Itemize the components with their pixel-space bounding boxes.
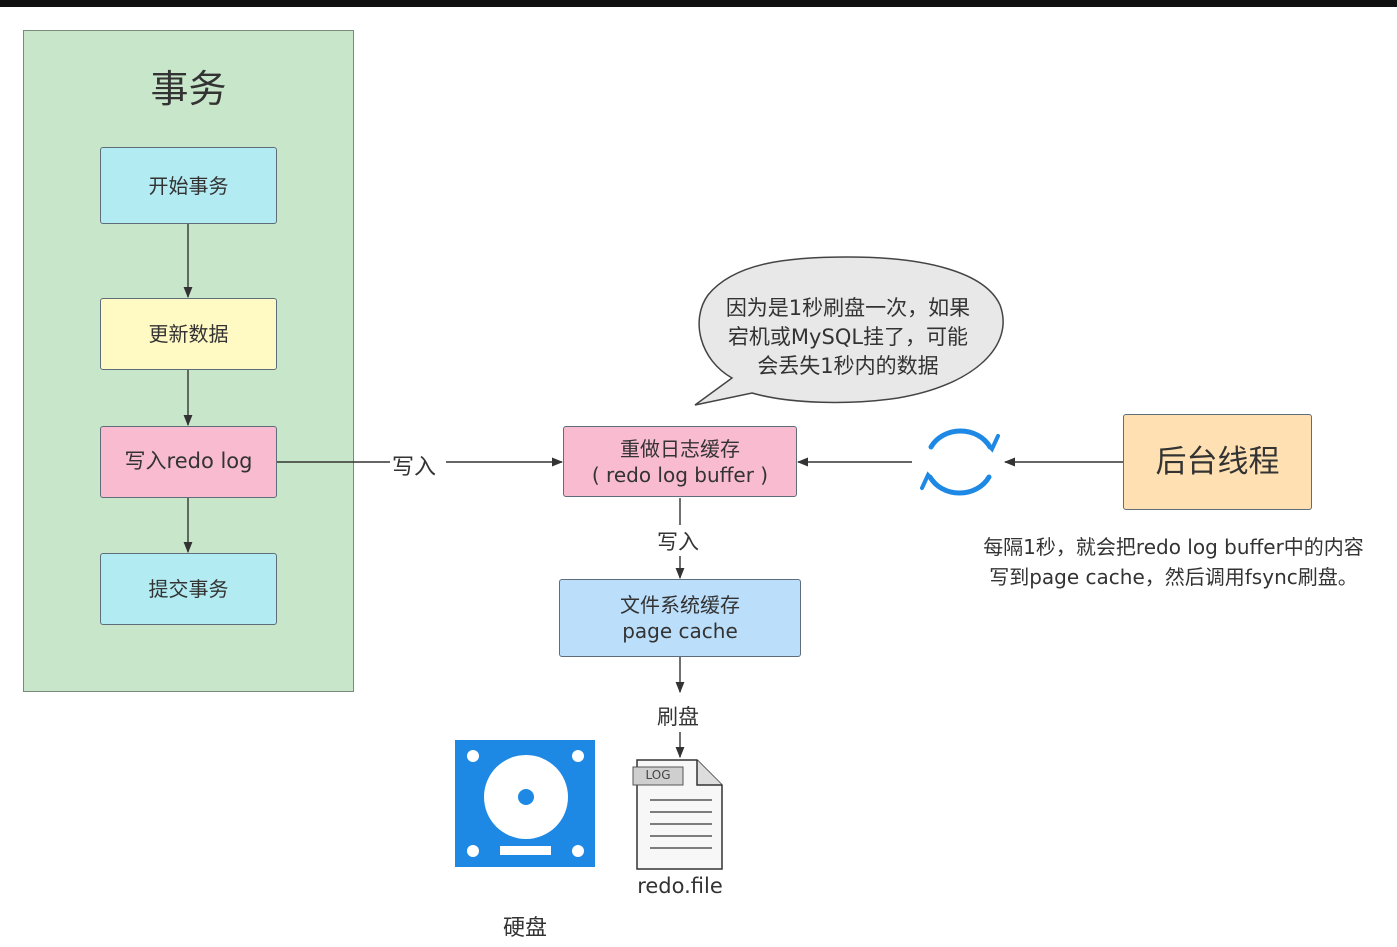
background-thread-note: 每隔1秒，就会把redo log buffer中的内容 写到page cache… bbox=[950, 532, 1397, 592]
background-thread-box: 后台线程 bbox=[1123, 414, 1312, 510]
step-commit-label: 提交事务 bbox=[148, 577, 229, 601]
step-write-redo-label: 写入redo log bbox=[124, 449, 253, 474]
page-cache-box: 文件系统缓存 page cache bbox=[559, 579, 801, 657]
edge-label-write-buffer: 写入 bbox=[392, 449, 437, 481]
note-line-2: 写到page cache，然后调用fsync刷盘。 bbox=[989, 565, 1358, 589]
file-name-label: redo.file bbox=[637, 874, 723, 898]
background-thread-label: 后台线程 bbox=[1155, 443, 1280, 480]
step-write-redo-log: 写入redo log bbox=[100, 426, 277, 498]
bubble-line-2: 宕机或MySQL挂了，可能 bbox=[727, 325, 969, 349]
buffer-subtitle: ( redo log buffer ) bbox=[591, 462, 769, 487]
disk-label: 硬盘 bbox=[502, 916, 547, 941]
step-start-label: 开始事务 bbox=[148, 173, 229, 198]
speech-bubble bbox=[694, 256, 1004, 406]
log-file-tag: LOG bbox=[645, 768, 671, 782]
bubble-line-1: 因为是1秒刷盘一次，如果 bbox=[725, 296, 971, 320]
log-file-icon bbox=[632, 759, 723, 870]
step-commit-transaction: 提交事务 bbox=[100, 553, 277, 625]
buffer-title: 重做日志缓存 bbox=[620, 436, 740, 461]
transaction-title: 事务 bbox=[150, 67, 227, 111]
page-cache-title: 文件系统缓存 bbox=[620, 593, 740, 617]
bubble-line-3: 会丢失1秒内的数据 bbox=[757, 354, 939, 378]
note-line-1: 每隔1秒，就会把redo log buffer中的内容 bbox=[983, 535, 1364, 559]
page-cache-subtitle: page cache bbox=[622, 619, 738, 643]
redo-log-buffer-box: 重做日志缓存 ( redo log buffer ) bbox=[563, 426, 797, 497]
hard-disk-icon bbox=[455, 740, 595, 867]
top-bar bbox=[0, 0, 1397, 7]
step-start-transaction: 开始事务 bbox=[100, 147, 277, 224]
step-update-label: 更新数据 bbox=[148, 322, 229, 346]
refresh-cycle-icon bbox=[920, 428, 1000, 496]
edge-label-write-cache: 写入 bbox=[657, 526, 699, 556]
step-update-data: 更新数据 bbox=[100, 298, 277, 370]
bubble-text: 因为是1秒刷盘一次，如果 宕机或MySQL挂了，可能 会丢失1秒内的数据 bbox=[700, 294, 996, 381]
edge-label-flush: 刷盘 bbox=[657, 701, 699, 731]
